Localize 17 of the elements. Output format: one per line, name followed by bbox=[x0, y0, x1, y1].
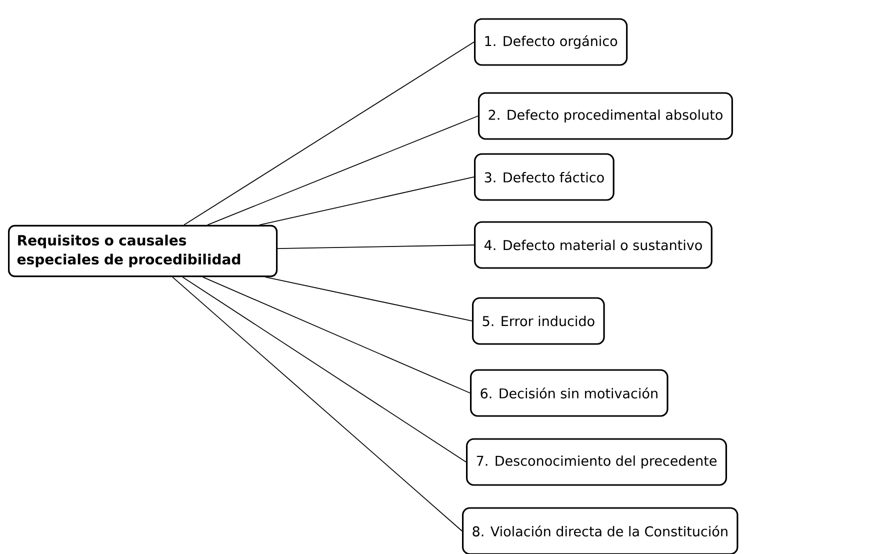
topic-box: Requisitos o causales especiales de procedibilidad bbox=[8, 224, 278, 278]
item-box: 1. Defecto orgánico bbox=[474, 18, 628, 66]
connector-line bbox=[264, 276, 472, 322]
item-box: 5. Error inducido bbox=[472, 297, 605, 345]
item-box: 6. Decisión sin motivación bbox=[470, 369, 668, 417]
connector-line bbox=[202, 276, 470, 394]
connector-line bbox=[258, 176, 474, 226]
item-box: 2. Defecto procedimental absoluto bbox=[478, 92, 733, 140]
connector-line bbox=[182, 276, 466, 462]
item-box: 4. Defecto material o sustantivo bbox=[474, 221, 712, 269]
connector-line bbox=[277, 244, 474, 250]
connector-line bbox=[172, 276, 462, 532]
connector-line bbox=[207, 116, 478, 226]
item-box: 7. Desconocimiento del precedente bbox=[466, 438, 728, 486]
item-box: 8. Violación directa de la Constitución bbox=[462, 507, 738, 554]
connector-line bbox=[184, 42, 474, 226]
item-box: 3. Defecto fáctico bbox=[474, 153, 614, 201]
